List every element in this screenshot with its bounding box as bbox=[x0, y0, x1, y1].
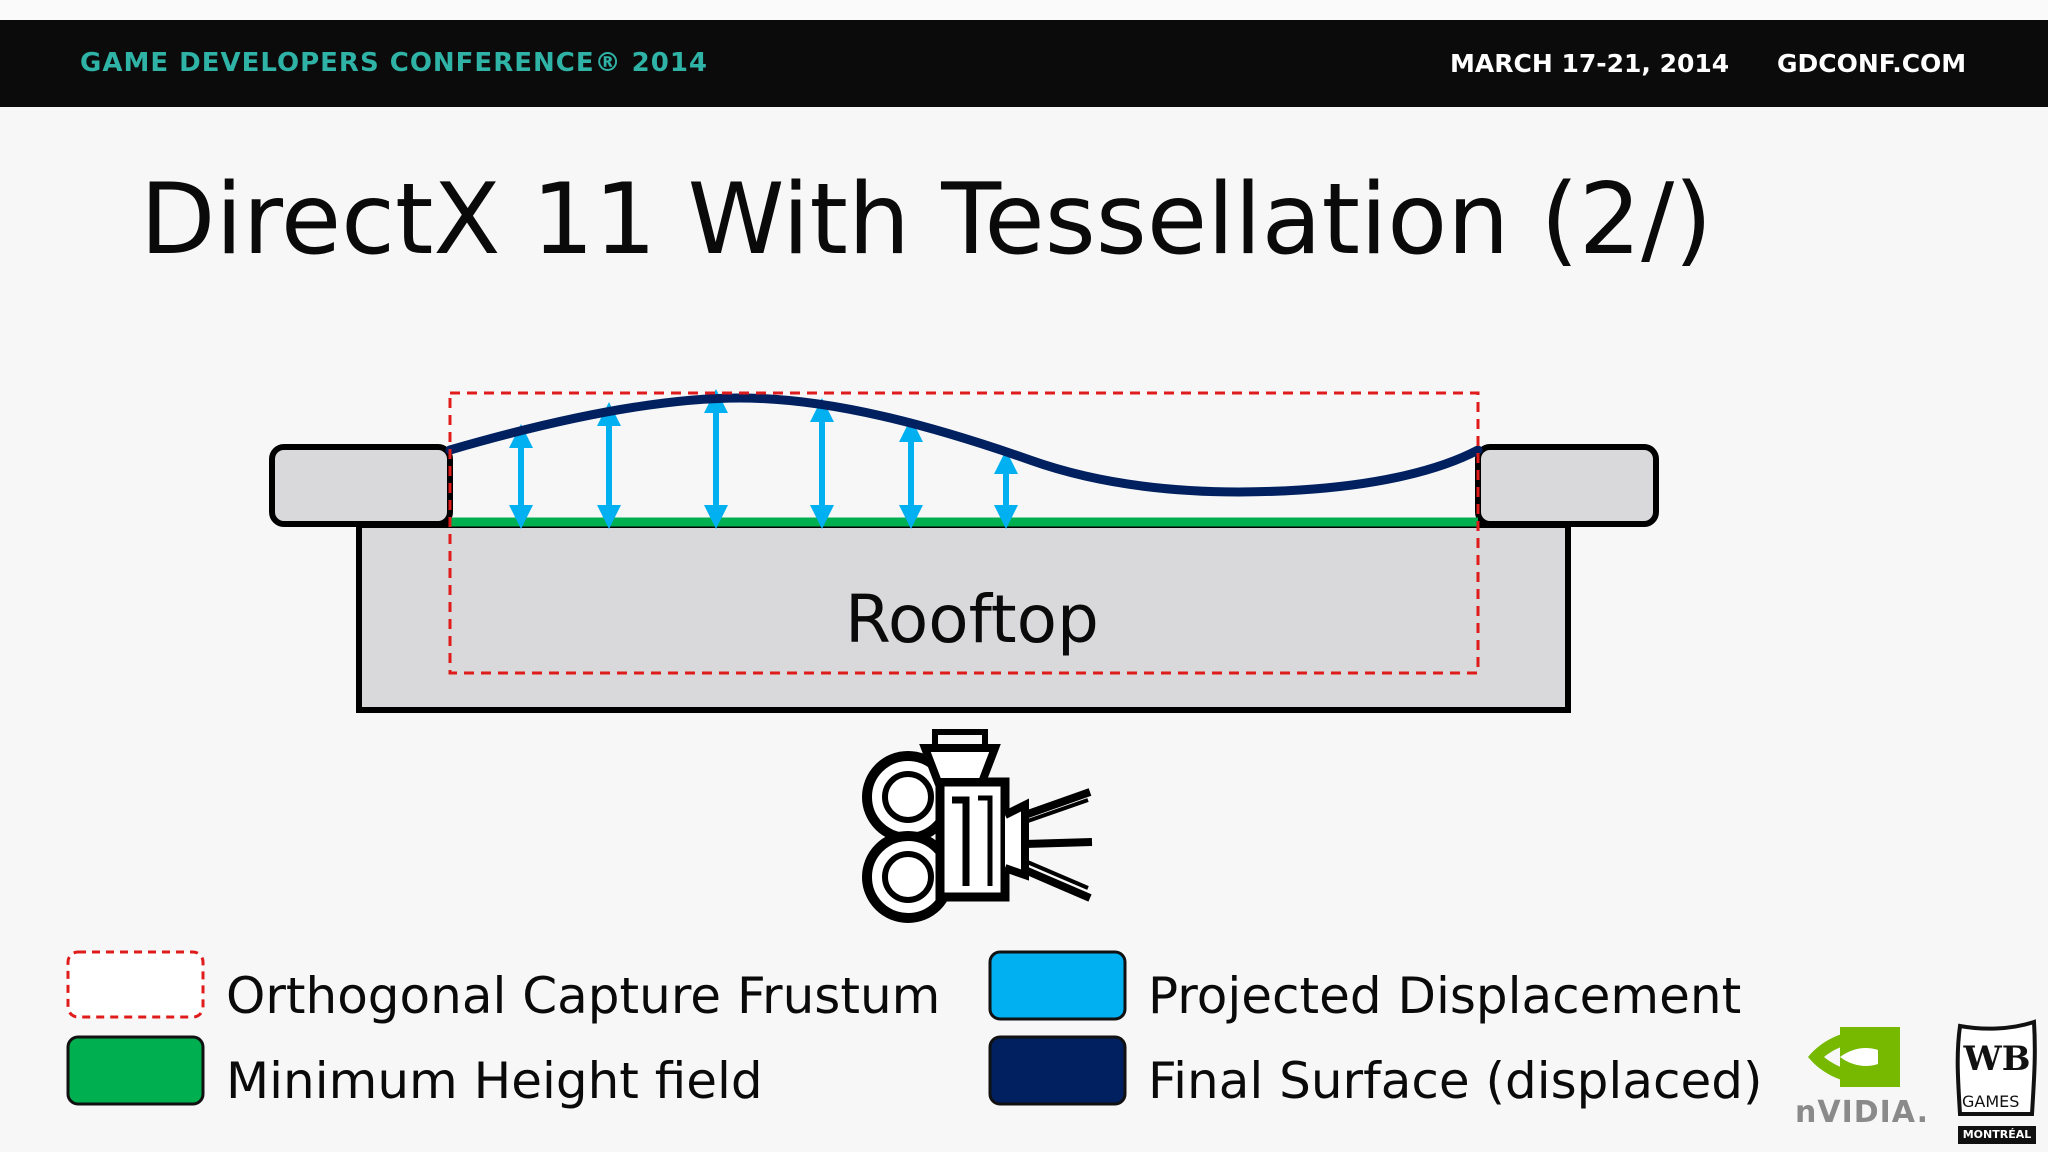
wb-games-shield-icon: WB bbox=[1955, 1019, 2037, 1116]
rooftop-label: Rooftop bbox=[845, 581, 1099, 658]
film-camera-icon bbox=[862, 729, 1093, 923]
capture-frustum-box bbox=[448, 391, 1480, 675]
svg-text:WB: WB bbox=[1963, 1039, 2031, 1079]
legend-label-capture-frustum: Orthogonal Capture Frustum bbox=[226, 967, 941, 1025]
final-surface-curve bbox=[445, 393, 1483, 497]
slide-title: DirectX 11 With Tessellation (2/) bbox=[140, 163, 1713, 277]
legend-swatch-final-surface bbox=[988, 1035, 1127, 1106]
rooftop-base bbox=[356, 522, 1571, 713]
wb-games-text: GAMES bbox=[1962, 1092, 2020, 1111]
top-band bbox=[0, 0, 2048, 20]
legend-label-minimum-height: Minimum Height field bbox=[226, 1052, 763, 1110]
legend-label-final-surface: Final Surface (displaced) bbox=[1148, 1052, 1763, 1110]
wb-montreal-text: MONTRÉAL bbox=[1958, 1126, 2036, 1144]
legend-swatch-capture-frustum bbox=[66, 950, 205, 1019]
left-ledge bbox=[269, 444, 453, 527]
legend-label-projected-displacement: Projected Displacement bbox=[1148, 967, 1742, 1025]
conference-name: GAME DEVELOPERS CONFERENCE® 2014 bbox=[80, 48, 708, 78]
conference-header-bar: GAME DEVELOPERS CONFERENCE® 2014 MARCH 1… bbox=[0, 20, 2048, 107]
right-ledge bbox=[1475, 444, 1659, 527]
conference-website: GDCONF.COM bbox=[1777, 49, 1967, 78]
nvidia-logo-text: nVIDIA. bbox=[1795, 1095, 1929, 1130]
nvidia-logo-icon bbox=[1808, 1027, 1900, 1087]
legend-swatch-projected-displacement bbox=[988, 950, 1127, 1021]
conference-dates: MARCH 17-21, 2014 bbox=[1450, 49, 1730, 78]
legend-swatch-minimum-height bbox=[66, 1035, 205, 1106]
